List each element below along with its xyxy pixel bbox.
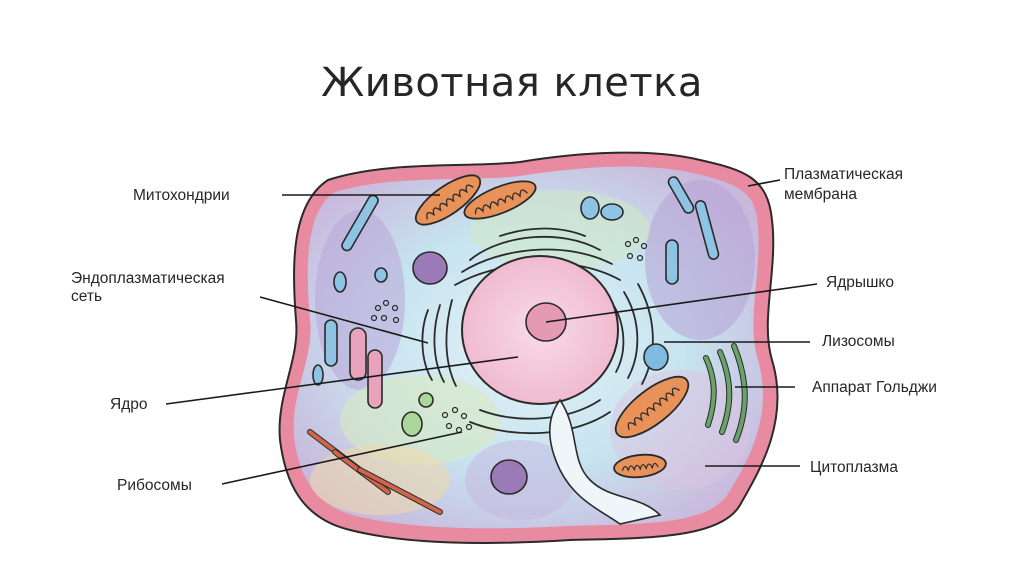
label-cytoplasm: Цитоплазма: [810, 458, 898, 477]
label-nucleus: Ядро: [110, 395, 147, 414]
label-ribosomes: Рибосомы: [117, 476, 192, 495]
label-nucleolus: Ядрышко: [826, 273, 894, 292]
label-membrane-line2: мембрана: [784, 185, 857, 204]
label-mitochondria: Митохондрии: [133, 186, 230, 205]
label-er-line1: Эндоплазматическая: [71, 269, 225, 288]
label-er-line2: сеть: [71, 287, 102, 306]
label-lysosomes: Лизосомы: [822, 332, 895, 351]
vacuole: [413, 252, 447, 284]
label-membrane-line1: Плазматическая: [784, 165, 903, 184]
vacuole: [491, 460, 527, 494]
label-golgi: Аппарат Гольджи: [812, 378, 937, 397]
